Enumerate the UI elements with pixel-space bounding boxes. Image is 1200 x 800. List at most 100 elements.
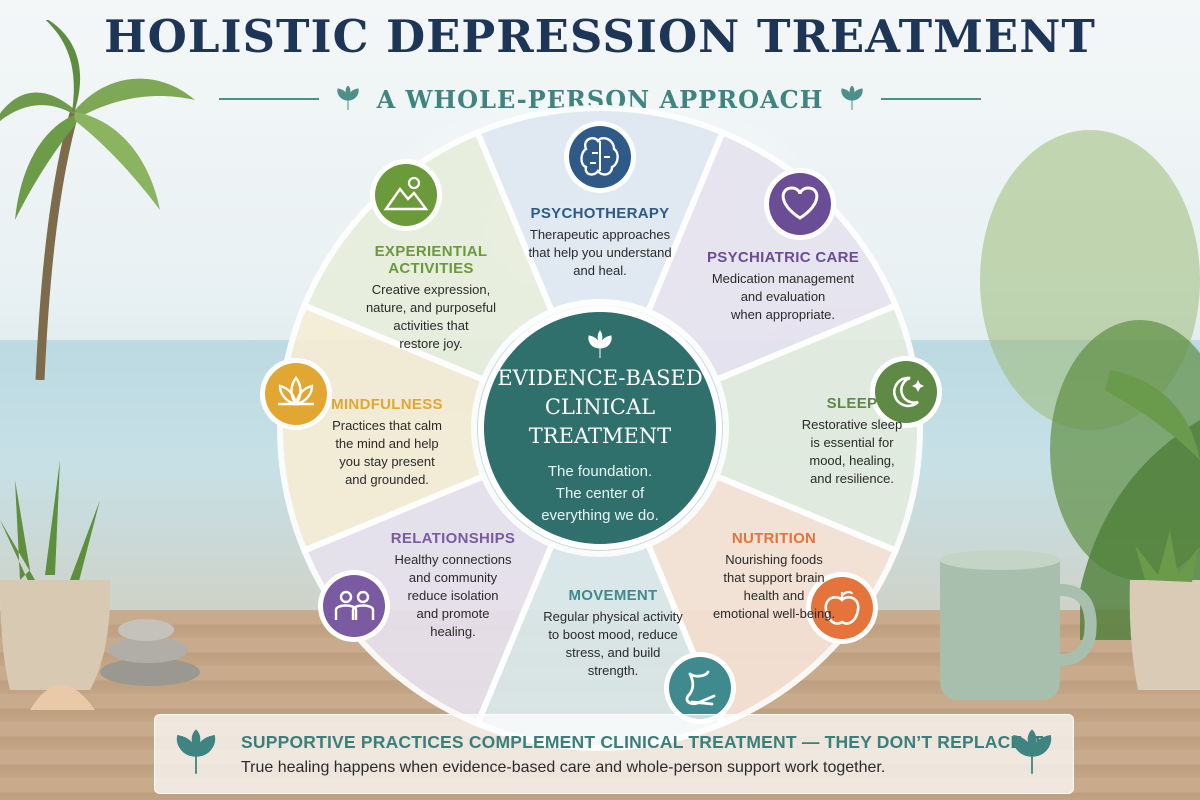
segment-description-line: activities that <box>393 318 469 333</box>
segment-description-line: Nourishing foods <box>725 552 823 567</box>
segment-description-line: and promote <box>416 606 490 621</box>
segment-title-line: PSYCHOTHERAPY <box>530 205 670 222</box>
center-subtitle-line: everything we do. <box>541 507 659 524</box>
segment-title-line: ACTIVITIES <box>388 260 474 277</box>
segment-text-psychiatric-care: PSYCHIATRIC CARE Medication management and… <box>683 249 883 324</box>
sprout-icon <box>588 330 612 358</box>
segment-description-line: and heal. <box>573 263 627 278</box>
segment-description-line: restore joy. <box>399 336 463 351</box>
segment-text-relationships: RELATIONSHIPS Healthy connections and comm… <box>378 530 528 641</box>
segment-description-line: Healthy connections <box>394 552 512 567</box>
subtitle-row: A WHOLE-PERSON APPROACH <box>200 82 1000 116</box>
segment-title-line: NUTRITION <box>731 530 817 547</box>
segment-description-line: is essential for <box>810 435 894 450</box>
segment-description-line: Regular physical activity <box>543 609 683 624</box>
leaf-sprig-icon <box>176 729 216 774</box>
segment-text-movement: MOVEMENT Regular physical activity to boos… <box>513 587 713 680</box>
segment-description: Nourishing foods that support brain health… <box>684 551 864 623</box>
center-subtitle-line: The foundation. <box>547 463 653 480</box>
palm-tree-illustration <box>0 20 195 380</box>
segment-description-line: to boost mood, reduce <box>548 627 678 642</box>
segment-description-line: mood, healing, <box>809 453 895 468</box>
segment-description-line: Therapeutic approaches <box>529 227 671 242</box>
moon-stars-icon <box>870 356 942 428</box>
center-title-line: CLINICAL <box>544 395 656 419</box>
center-subtitle: The foundation. The center of everything w… <box>484 461 716 527</box>
segment-description: Therapeutic approaches that help you unde… <box>500 226 700 280</box>
segment-description-line: and grounded. <box>345 472 429 487</box>
center-subtitle-line: The center of <box>555 485 645 502</box>
segment-description-line: healing. <box>430 624 476 639</box>
brain-icon <box>564 121 636 193</box>
segment-text-mindfulness: MINDFULNESS Practices that calm the mind a… <box>307 396 467 489</box>
divider-line <box>881 98 982 100</box>
segment-title: MOVEMENT <box>513 587 713 604</box>
segment-description-line: when appropriate. <box>730 307 836 322</box>
leaf-sprig-icon <box>1012 729 1052 774</box>
wheel-segment-psychiatric-care <box>644 128 900 384</box>
potted-plant-and-stones-illustration <box>0 460 200 710</box>
segment-title-line: PSYCHIATRIC CARE <box>706 249 860 266</box>
lotus-icon <box>260 358 332 430</box>
segment-description-line: emotional well-being. <box>712 606 836 621</box>
segment-description-line: Practices that calm <box>332 418 442 433</box>
segment-description-line: reduce isolation <box>407 588 499 603</box>
segment-title: PSYCHIATRIC CARE <box>683 249 883 266</box>
banner-subtitle: True healing happens when evidence-based… <box>241 759 886 776</box>
people-icon <box>318 570 390 642</box>
segment-description: Restorative sleep is essential for mood, h… <box>772 416 932 488</box>
divider-line <box>218 98 319 100</box>
segment-text-nutrition: NUTRITION Nourishing foods that support br… <box>684 530 864 623</box>
segment-description: Regular physical activity to boost mood, … <box>513 608 713 680</box>
leaf-sprig-icon <box>336 86 359 110</box>
segment-description-line: nature, and purposeful <box>365 300 497 315</box>
segment-description: Creative expression, nature, and purposef… <box>341 281 521 353</box>
segment-text-psychotherapy: PSYCHOTHERAPY Therapeutic approaches that … <box>500 205 700 280</box>
wheel-segment-mindfulness <box>277 301 488 555</box>
segment-title: SLEEP <box>772 395 932 412</box>
center-hub: EVIDENCE-BASED CLINICAL TREATMENT The foun… <box>484 314 716 527</box>
segment-title-line: SLEEP <box>826 395 878 412</box>
mountain-sun-icon <box>370 159 442 231</box>
segment-description-line: health and <box>743 588 805 603</box>
segment-description-line: and resilience. <box>810 471 894 486</box>
center-hub-circle <box>484 312 716 544</box>
segment-description: Practices that calm the mind and help you … <box>307 417 467 489</box>
segment-description-line: Creative expression, <box>371 282 491 297</box>
segment-title-line: MINDFULNESS <box>331 396 443 413</box>
segment-description-line: Medication management <box>711 271 855 286</box>
segment-description-line: strength. <box>587 663 639 678</box>
segment-description-line: and evaluation <box>740 289 826 304</box>
bottom-banner: SUPPORTIVE PRACTICES COMPLEMENT CLINICAL… <box>154 714 1074 794</box>
segment-description-line: and community <box>408 570 498 585</box>
apple-icon <box>806 572 878 644</box>
segment-description-line: Restorative sleep <box>801 417 903 432</box>
segment-title: PSYCHOTHERAPY <box>500 205 700 222</box>
segment-description-line: the mind and help <box>335 436 439 451</box>
segment-title-line: RELATIONSHIPS <box>390 530 516 547</box>
mug-and-succulent-illustration <box>940 530 1200 700</box>
wheel-segment-relationships <box>300 472 556 728</box>
segment-description-line: you stay present <box>339 454 435 469</box>
wheel-segment-psychotherapy <box>473 105 727 316</box>
segment-description-line: that help you understand <box>528 245 672 260</box>
segment-title-line: MOVEMENT <box>568 587 658 604</box>
segment-text-sleep: SLEEP Restorative sleep is essential for mo… <box>772 395 932 488</box>
segment-description: Healthy connections and community reduce i… <box>378 551 528 641</box>
segment-description: Medication management and evaluation when … <box>683 270 883 324</box>
page-title: HOLISTIC DEPRESSION TREATMENT <box>104 10 1096 63</box>
center-title-line: TREATMENT <box>528 424 672 448</box>
center-title-line: EVIDENCE-BASED <box>497 366 703 390</box>
leaf-sprig-icon <box>841 86 864 110</box>
segment-title: RELATIONSHIPS <box>378 530 528 547</box>
center-title: EVIDENCE-BASED CLINICAL TREATMENT <box>484 364 716 451</box>
wheel-segment-experiential-activities <box>300 128 556 384</box>
segment-description-line: that support brain <box>723 570 825 585</box>
segment-title-line: EXPERIENTIAL <box>374 243 488 260</box>
yoga-pose-icon <box>664 652 736 724</box>
segment-description-line: stress, and build <box>565 645 661 660</box>
heart-icon <box>764 168 836 240</box>
segment-title: MINDFULNESS <box>307 396 467 413</box>
segment-title: NUTRITION <box>684 530 864 547</box>
